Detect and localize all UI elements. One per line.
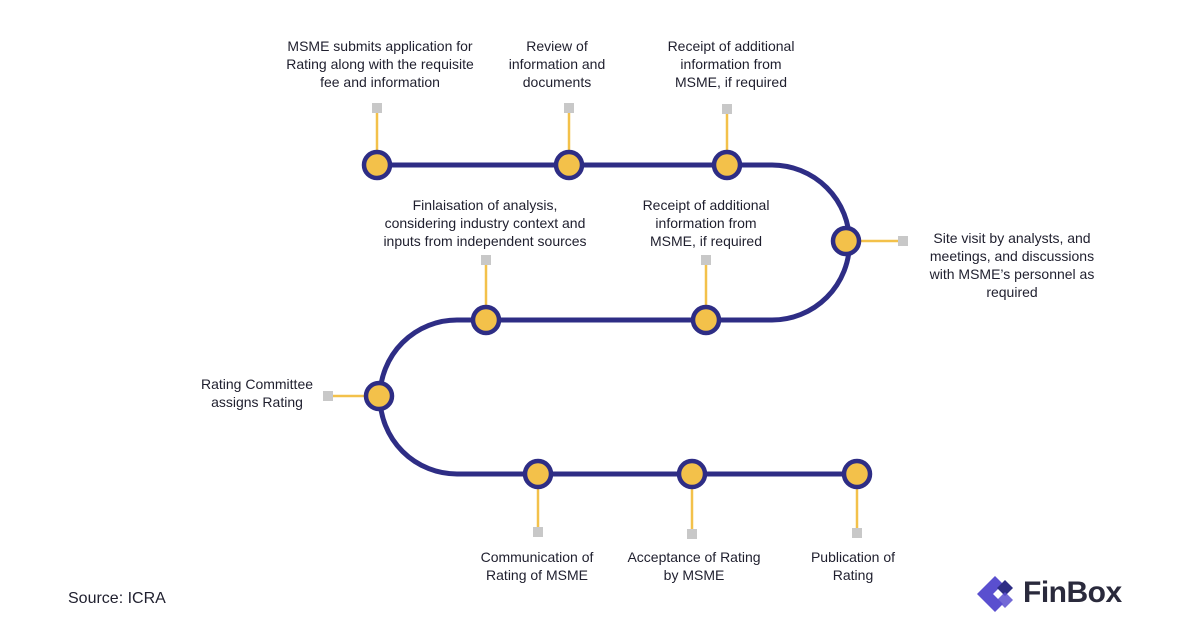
finbox-logo: FinBox bbox=[975, 574, 1145, 614]
step-4-marker bbox=[898, 236, 908, 246]
step-6-label: Finlaisation of analysis, considering in… bbox=[383, 197, 587, 249]
step-5-node bbox=[690, 304, 722, 336]
step-3-label: Receipt of additional information from M… bbox=[667, 38, 795, 90]
step-5-label: Receipt of additional information from M… bbox=[642, 197, 770, 249]
step-4-node bbox=[830, 225, 862, 257]
step-1-node bbox=[361, 149, 393, 181]
step-2-marker bbox=[564, 103, 574, 113]
step-10-label: Publication of Rating bbox=[810, 549, 896, 583]
step-5-marker bbox=[701, 255, 711, 265]
step-9-label: Acceptance of Rating by MSME bbox=[627, 549, 761, 583]
step-2-node bbox=[553, 149, 585, 181]
step-6-marker bbox=[481, 255, 491, 265]
step-8-node bbox=[522, 458, 554, 490]
process-path bbox=[374, 162, 860, 477]
step-2-label: Review of information and documents bbox=[508, 38, 606, 90]
finbox-logo-icon bbox=[977, 576, 1013, 612]
step-7-marker bbox=[323, 391, 333, 401]
brand-name: FinBox bbox=[1023, 576, 1122, 609]
step-9-marker bbox=[687, 529, 697, 539]
step-7-label: Rating Committee assigns Rating bbox=[200, 376, 314, 410]
step-1-label: MSME submits application for Rating alon… bbox=[286, 38, 474, 90]
step-8-label: Communication of Rating of MSME bbox=[480, 549, 594, 583]
step-6-node bbox=[470, 304, 502, 336]
step-7-node bbox=[363, 380, 395, 412]
step-8-marker bbox=[533, 527, 543, 537]
step-3-node bbox=[711, 149, 743, 181]
step-3-marker bbox=[722, 104, 732, 114]
source-note: Source: ICRA bbox=[68, 590, 166, 607]
step-9-node bbox=[676, 458, 708, 490]
step-10-marker bbox=[852, 528, 862, 538]
step-10-node bbox=[841, 458, 873, 490]
step-1-marker bbox=[372, 103, 382, 113]
step-4-label: Site visit by analysts, and meetings, an… bbox=[929, 230, 1095, 300]
